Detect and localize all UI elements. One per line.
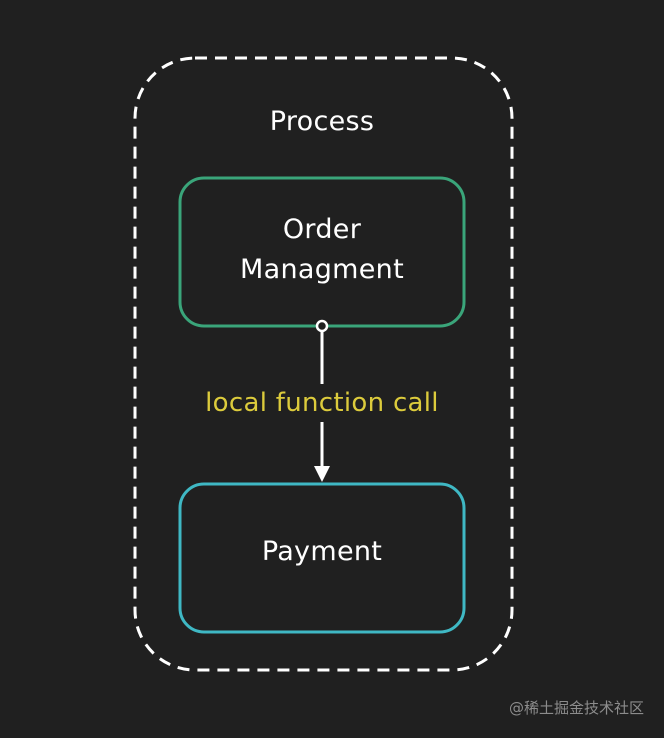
order-management-label: Order Managment xyxy=(182,210,462,290)
process-boundary xyxy=(133,56,514,672)
watermark: @稀土掘金技术社区 xyxy=(508,699,644,717)
process-title: Process xyxy=(269,106,375,137)
call-arrow-head xyxy=(314,466,330,482)
order-management-label-line1: Order xyxy=(282,214,362,245)
order-management-label-line2: Managment xyxy=(240,254,404,285)
payment-box xyxy=(178,482,466,634)
edge-label: local function call xyxy=(172,384,472,422)
call-arrow-origin xyxy=(315,319,329,333)
payment-label: Payment xyxy=(261,536,383,567)
